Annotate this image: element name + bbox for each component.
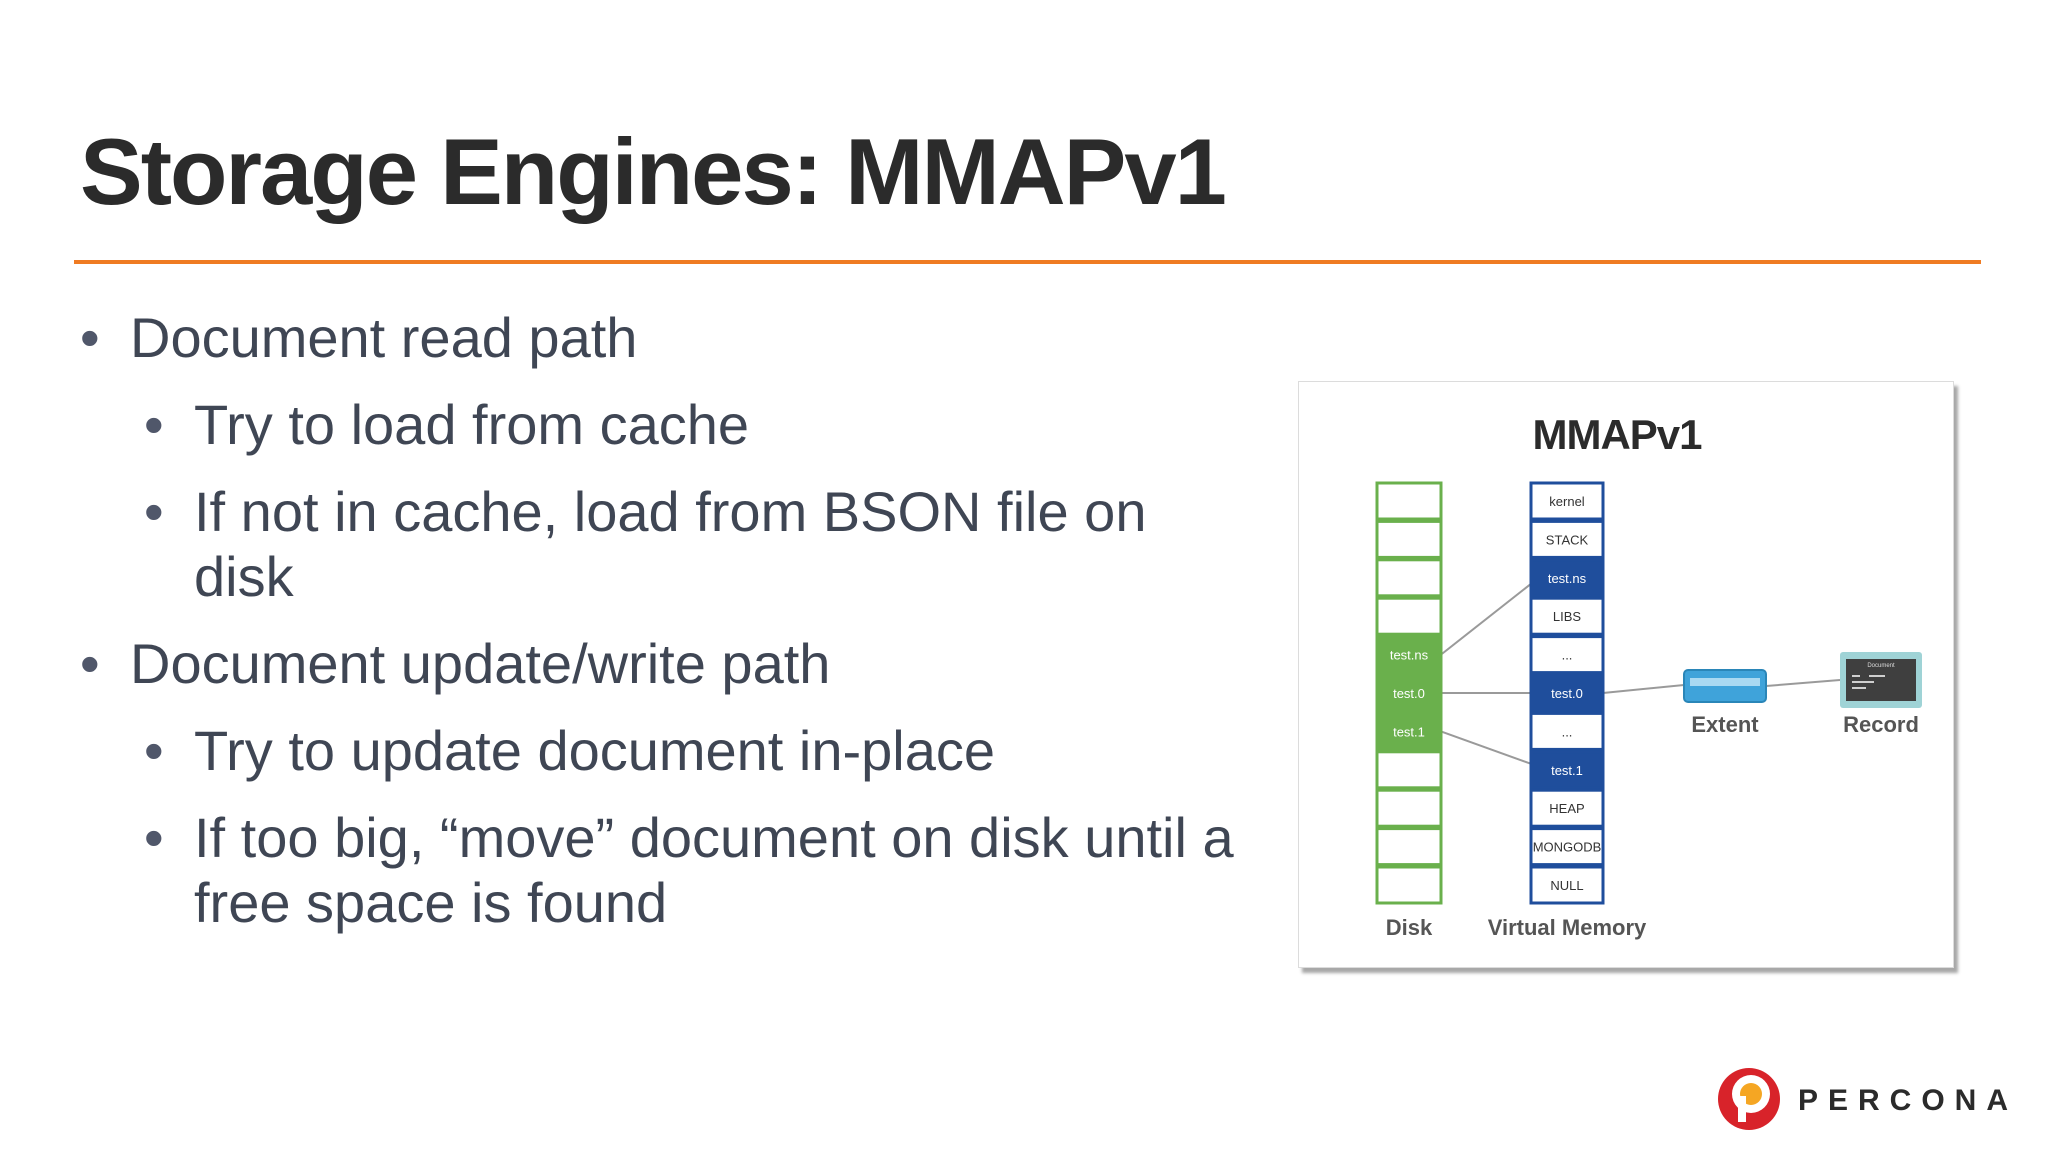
virtual-memory-cell bbox=[1529, 711, 1605, 751]
bullet-list: • Document read path • Try to load from … bbox=[80, 305, 1240, 957]
virtual-memory-cell bbox=[1529, 519, 1605, 559]
bullet-text: Try to load from cache bbox=[194, 393, 750, 456]
bullet-text: If not in cache, load from BSON file on … bbox=[194, 480, 1147, 608]
bullet-glyph: • bbox=[144, 393, 164, 456]
disk-cell bbox=[1375, 711, 1443, 751]
disk-column: test.ns test.0 test.1 bbox=[1375, 481, 1443, 905]
virtual-memory-cell-label: NULL bbox=[1550, 878, 1583, 893]
extent-block bbox=[1683, 669, 1767, 703]
record-block: Document bbox=[1840, 652, 1922, 708]
virtual-memory-cell-label: ... bbox=[1562, 648, 1573, 663]
virtual-memory-cell-label: STACK bbox=[1546, 532, 1589, 547]
virtual-memory-cell bbox=[1529, 865, 1605, 905]
bullet-text: Document update/write path bbox=[130, 632, 831, 695]
disk-cell bbox=[1375, 558, 1443, 598]
extent-highlight bbox=[1690, 678, 1760, 686]
disk-cell bbox=[1375, 481, 1443, 521]
connector-lines bbox=[1440, 583, 1841, 765]
virtual-memory-cell-label: test.ns bbox=[1548, 571, 1587, 586]
bullet-read-path: • Document read path bbox=[80, 305, 1240, 370]
disk-cell bbox=[1375, 750, 1443, 790]
bullet-text: Document read path bbox=[130, 306, 638, 369]
bullet-write-path: • Document update/write path bbox=[80, 631, 1240, 696]
virtual-memory-cell bbox=[1529, 750, 1605, 790]
bullet-text: Try to update document in-place bbox=[194, 719, 996, 782]
virtual-memory-cell bbox=[1529, 673, 1605, 713]
disk-cell bbox=[1375, 635, 1443, 675]
disk-label: Disk bbox=[1386, 915, 1433, 940]
bullet-glyph: • bbox=[80, 306, 100, 369]
disk-cell-label: test.0 bbox=[1393, 686, 1425, 701]
virtual-memory-cell-label: MONGODB bbox=[1533, 840, 1602, 855]
disk-cell bbox=[1375, 827, 1443, 867]
disk-cell-label: test.1 bbox=[1393, 724, 1425, 739]
disk-cell bbox=[1375, 673, 1443, 713]
record-content-lines bbox=[1852, 675, 1885, 689]
logo-stem bbox=[1738, 1096, 1746, 1122]
diagram-title: MMAPv1 bbox=[1532, 411, 1702, 458]
virtual-memory-cell bbox=[1529, 827, 1605, 867]
bullet-glyph: • bbox=[80, 632, 100, 695]
disk-cell-label: test.ns bbox=[1390, 648, 1429, 663]
virtual-memory-cell-label: LIBS bbox=[1553, 609, 1582, 624]
percona-logo-mark bbox=[1718, 1068, 1780, 1130]
bullet-glyph: • bbox=[144, 719, 164, 782]
disk-cell bbox=[1375, 865, 1443, 905]
connector-test-1 bbox=[1440, 730, 1532, 765]
connector-test-ns bbox=[1440, 583, 1532, 656]
record-inner-title: Document bbox=[1867, 663, 1895, 669]
bullet-text: If too big, “move” document on disk unti… bbox=[194, 806, 1234, 934]
percona-logo-text: PERCONA bbox=[1798, 1084, 2019, 1117]
virtual-memory-cell-label: test.0 bbox=[1551, 686, 1583, 701]
percona-logo: PERCONA bbox=[1716, 1066, 2008, 1132]
sub-bullet-load-from-disk: • If not in cache, load from BSON file o… bbox=[80, 479, 1240, 609]
sub-bullet-move-document: • If too big, “move” document on disk un… bbox=[80, 805, 1240, 935]
extent-label: Extent bbox=[1691, 712, 1759, 737]
virtual-memory-cell bbox=[1529, 558, 1605, 598]
disk-cell bbox=[1375, 519, 1443, 559]
virtual-memory-cell-label: kernel bbox=[1549, 494, 1585, 509]
title-divider bbox=[74, 260, 1981, 264]
virtual-memory-label: Virtual Memory bbox=[1488, 915, 1647, 940]
virtual-memory-cell bbox=[1529, 596, 1605, 636]
record-screen bbox=[1846, 659, 1916, 701]
virtual-memory-cell-label: HEAP bbox=[1549, 801, 1584, 816]
virtual-memory-cell bbox=[1529, 635, 1605, 675]
virtual-memory-cell bbox=[1529, 481, 1605, 521]
sub-bullet-load-from-cache: • Try to load from cache bbox=[80, 392, 1240, 457]
disk-cell bbox=[1375, 596, 1443, 636]
slide-title: Storage Engines: MMAPv1 bbox=[80, 119, 1227, 224]
sub-bullet-update-in-place: • Try to update document in-place bbox=[80, 718, 1240, 783]
virtual-memory-cell bbox=[1529, 788, 1605, 828]
bullet-glyph: • bbox=[144, 806, 164, 869]
bullet-glyph: • bbox=[144, 480, 164, 543]
disk-cell bbox=[1375, 788, 1443, 828]
connector-extent bbox=[1602, 684, 1685, 694]
virtual-memory-cell-label: test.1 bbox=[1551, 763, 1583, 778]
virtual-memory-cell-label: ... bbox=[1562, 724, 1573, 739]
record-label: Record bbox=[1843, 712, 1919, 737]
connector-record bbox=[1765, 679, 1841, 687]
